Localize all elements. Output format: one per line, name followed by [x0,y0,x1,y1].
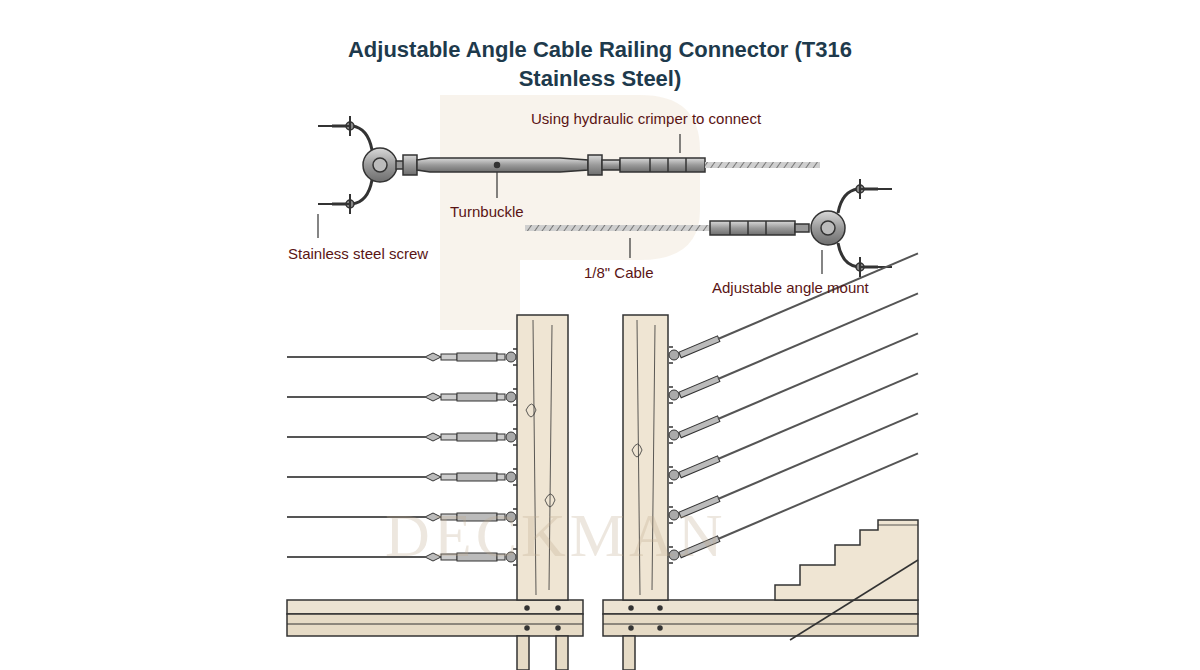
part-label: Stainless steel screw [288,245,428,262]
turnbuckle-assembly [318,116,820,214]
cable-part [497,394,505,400]
part-label: Turnbuckle [450,203,524,220]
cable-part [718,413,918,499]
cable-part [497,434,505,440]
cable-part [457,433,497,441]
cable-part [669,402,673,404]
cable-part [425,473,441,481]
cable-part [287,356,425,358]
cable-part [425,393,441,401]
cable-part [506,392,516,402]
cable-part [669,350,679,360]
cable-part [669,362,673,364]
cable-part [669,390,679,400]
cable-part [669,426,673,428]
cable-part [669,470,679,480]
cable-part [718,373,918,459]
cable-part [669,442,673,444]
angle-mount-assembly [525,179,892,277]
cable-part [679,416,720,438]
cable-part [457,473,497,481]
cable-part [513,444,517,446]
cable-part [287,396,425,398]
cable-part [513,404,517,406]
cable-part [669,482,673,484]
cable-part [441,434,457,440]
cable-part [718,253,918,339]
deck-scene [287,315,918,670]
cable-part [718,333,918,419]
cable-part [425,353,441,361]
diagram-title: Adjustable Angle Cable Railing Connector… [340,36,860,93]
cable-part [457,393,497,401]
cable-part [513,348,517,350]
cable-part [506,352,516,362]
cable-part [497,354,505,360]
cable-part [679,336,720,358]
cable-part [513,388,517,390]
part-label: Adjustable angle mount [712,279,869,296]
cable-part [669,430,679,440]
cable-part [506,432,516,442]
cable-part [669,346,673,348]
cable-part [441,474,457,480]
cable-part [669,466,673,468]
cable-part [287,476,425,478]
watermark: DECKMAN [385,500,726,571]
cable-part [497,474,505,480]
cable-part [718,453,918,539]
cable-part [425,433,441,441]
part-label: Using hydraulic crimper to connect [531,110,761,127]
cable-part [506,472,516,482]
cable-part [679,456,720,478]
cable-part [513,364,517,366]
cable-part [718,293,918,379]
cable-part [679,376,720,398]
cable-part [669,386,673,388]
cable-part [513,468,517,470]
cable-part [457,353,497,361]
cable-part [513,484,517,486]
part-label: 1/8" Cable [584,264,654,281]
cable-part [513,428,517,430]
cable-part [287,436,425,438]
cable-part [441,354,457,360]
cable-part [441,394,457,400]
